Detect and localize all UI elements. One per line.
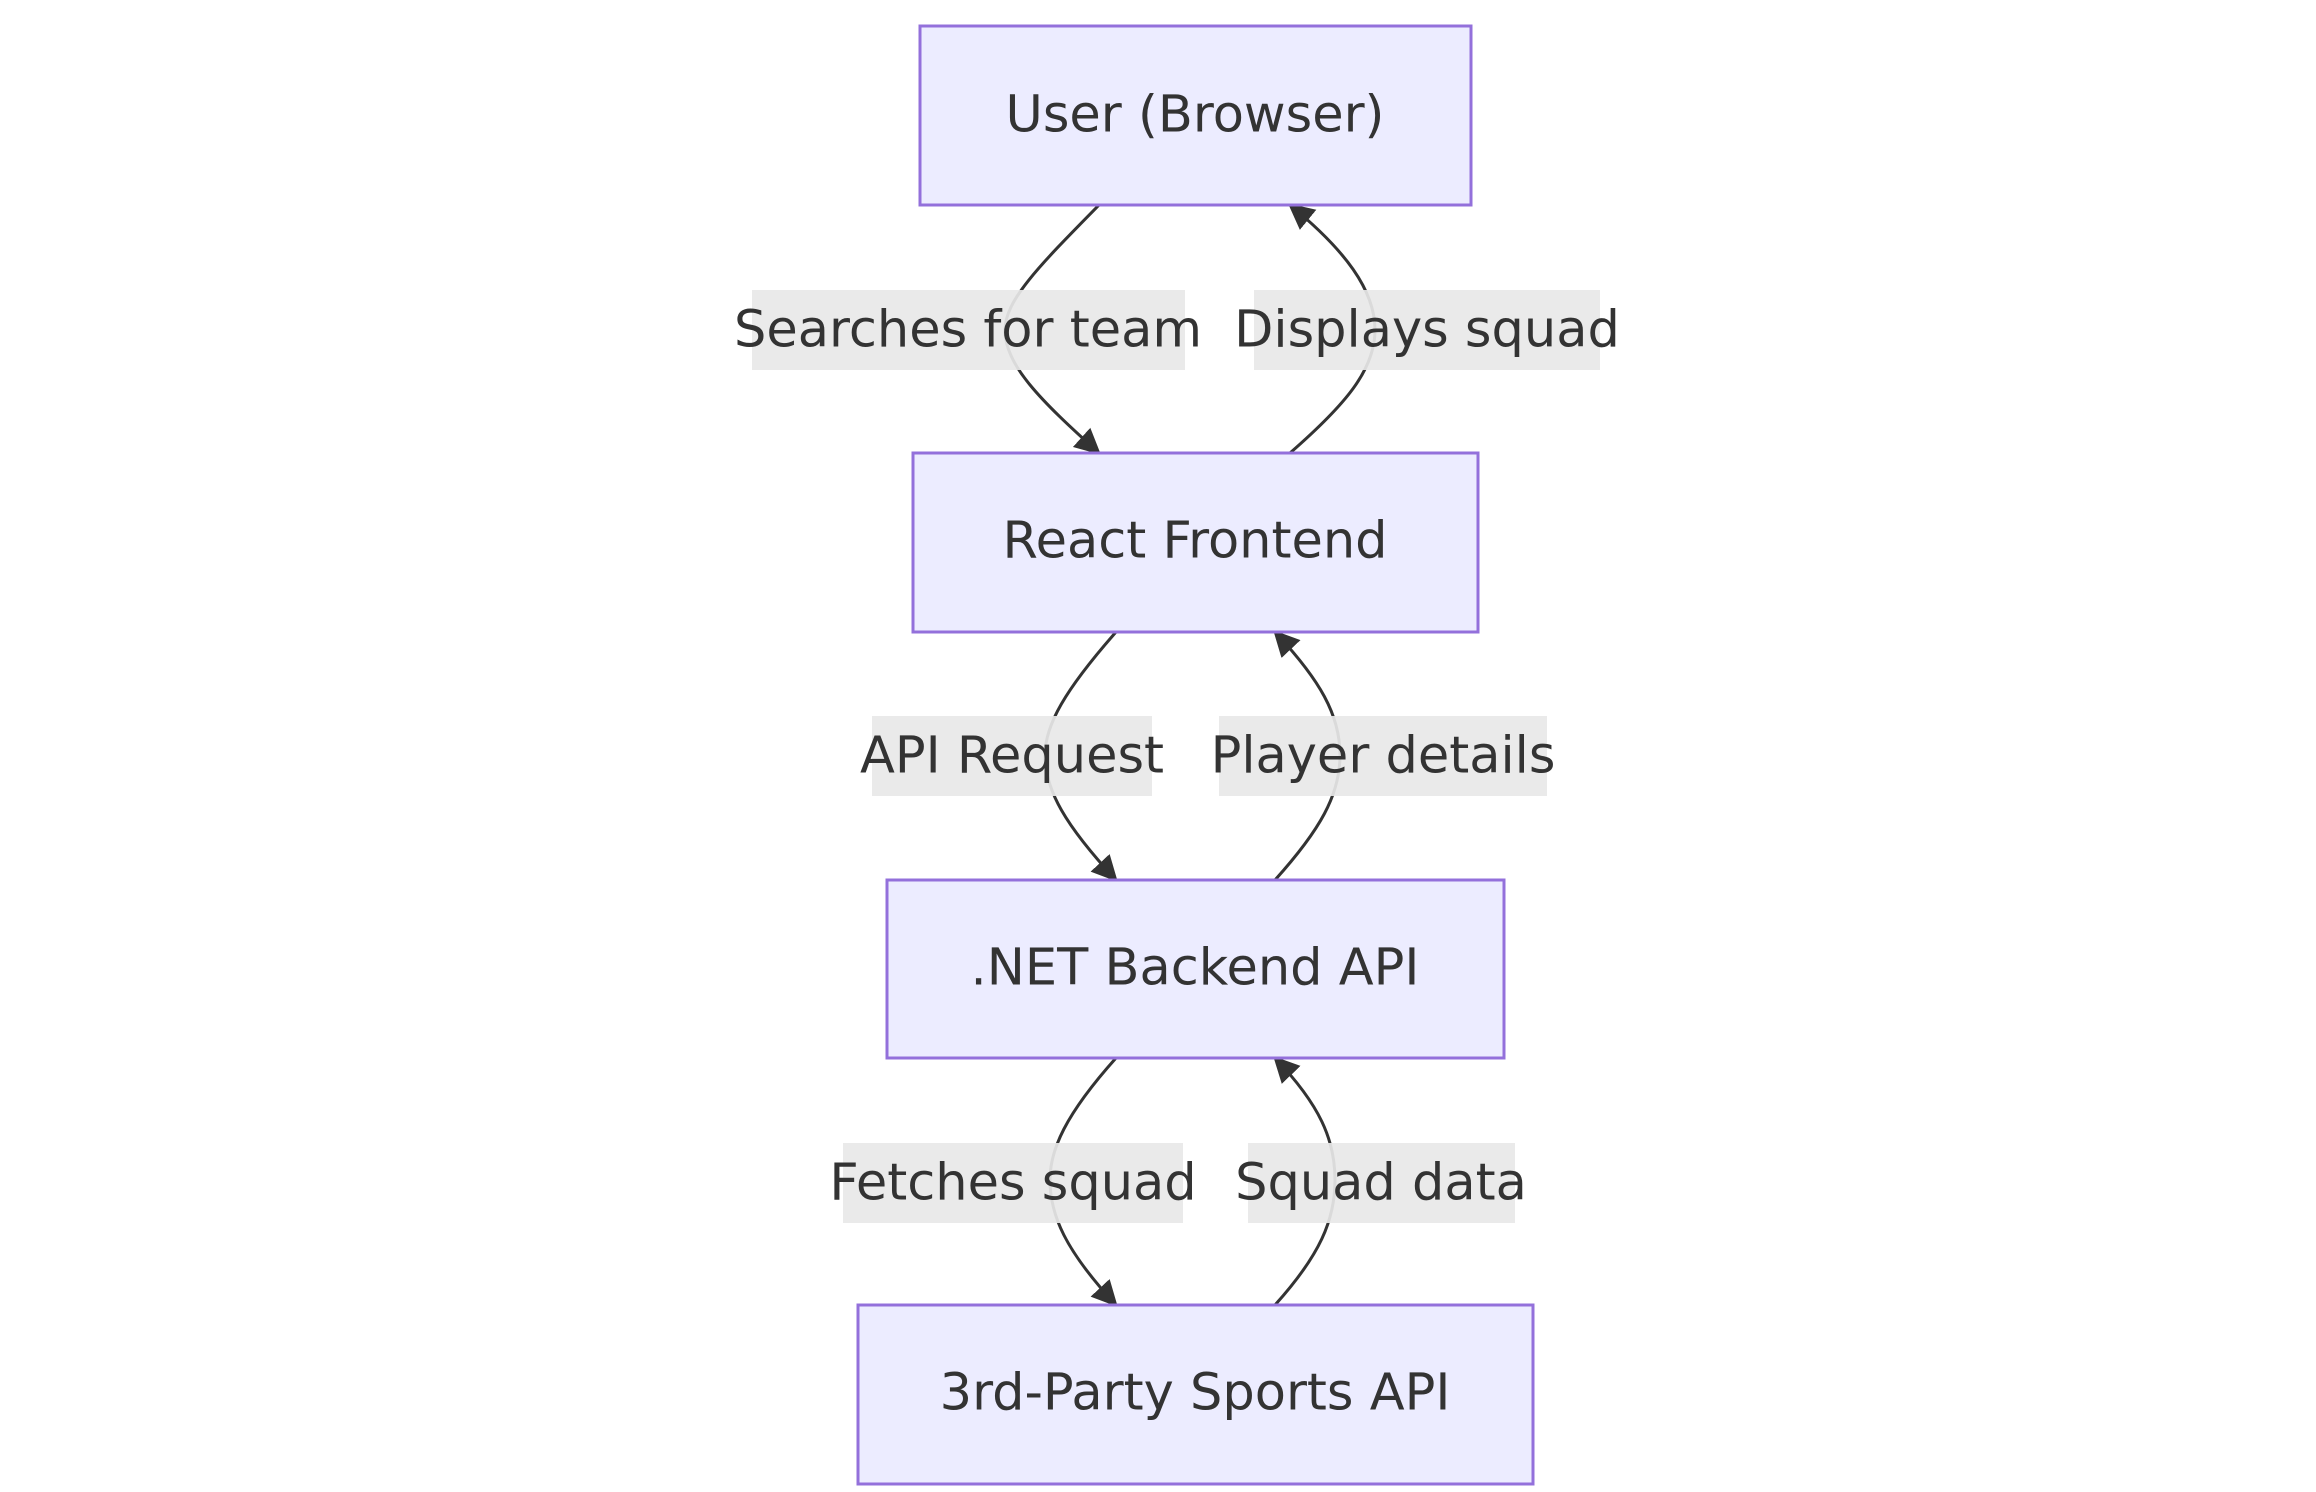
edge-label-api-request: API Request — [860, 716, 1164, 796]
edge-label-text: Displays squad — [1234, 301, 1620, 360]
node-label: User (Browser) — [1006, 86, 1385, 145]
node-label: .NET Backend API — [971, 939, 1420, 998]
nodes: User (Browser) React Frontend .NET Backe… — [856, 24, 1535, 1486]
edge-label-text: Squad data — [1235, 1154, 1527, 1213]
node-react-frontend: React Frontend — [911, 451, 1480, 634]
edge-label-player-details: Player details — [1211, 716, 1556, 796]
edge-labels: Searches for team Displays squad API Req… — [734, 290, 1620, 1223]
node-user-browser: User (Browser) — [918, 24, 1473, 207]
edge-label-text: Searches for team — [734, 301, 1202, 360]
node-third-party-sports-api: 3rd-Party Sports API — [856, 1303, 1535, 1486]
edge-label-squad-data: Squad data — [1235, 1143, 1527, 1223]
node-label: 3rd-Party Sports API — [940, 1364, 1451, 1423]
edge-label-text: API Request — [860, 727, 1164, 786]
edge-label-text: Fetches squad — [829, 1154, 1196, 1213]
edge-label-text: Player details — [1211, 727, 1556, 786]
node-dotnet-backend-api: .NET Backend API — [885, 878, 1506, 1060]
edge-label-displays-squad: Displays squad — [1234, 290, 1620, 370]
node-label: React Frontend — [1002, 512, 1387, 571]
edge-label-searches-for-team: Searches for team — [734, 290, 1202, 370]
edge-label-fetches-squad: Fetches squad — [829, 1143, 1197, 1223]
